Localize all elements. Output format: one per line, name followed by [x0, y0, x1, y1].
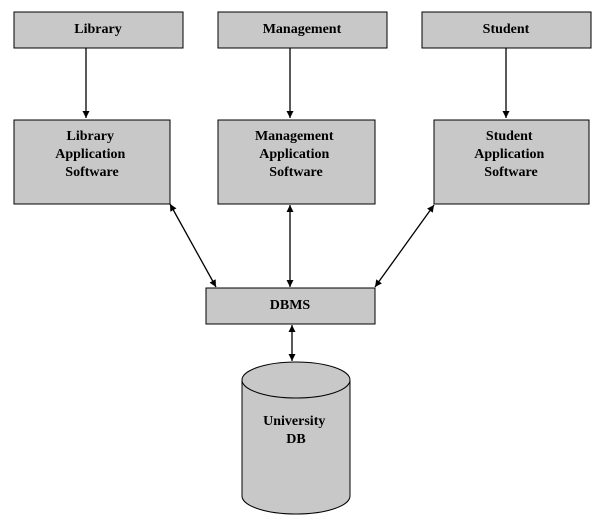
cylinder-top: [241, 361, 351, 399]
node-management-app: Management Application Software: [217, 119, 376, 205]
label-management-app-line-3: Software: [269, 165, 322, 180]
label-university-db-line-1: University: [263, 414, 325, 429]
label-management-app: Management Application Software: [255, 129, 337, 180]
node-dbms: DBMS: [205, 287, 376, 325]
box-student: [421, 11, 592, 49]
edge-student-app-dbms: [374, 204, 435, 288]
box-library: [13, 11, 184, 49]
label-student-app: Student Application Software: [474, 129, 548, 180]
label-library-app-line-2: Application: [55, 147, 125, 162]
edges: [82, 48, 510, 361]
label-student: Student: [483, 22, 530, 37]
label-management: Management: [263, 22, 342, 37]
node-library-app: Library Application Software: [13, 119, 171, 205]
label-library-app: Library Application Software: [55, 129, 129, 180]
label-student-app-line-3: Software: [484, 165, 537, 180]
cylinder-body: [241, 380, 351, 515]
label-student-app-line-2: Application: [474, 147, 544, 162]
box-management: [217, 11, 388, 49]
node-library: Library: [13, 11, 184, 49]
node-management: Management: [217, 11, 388, 49]
node-university-db: University DB: [241, 361, 351, 515]
node-student: Student: [421, 11, 592, 49]
label-management-app-line-2: Application: [259, 147, 329, 162]
label-university-db-line-2: DB: [286, 432, 305, 447]
box-management-app: [217, 119, 376, 205]
label-university-db: University DB: [263, 414, 329, 447]
box-dbms: [205, 287, 376, 325]
edge-library-app-dbms: [169, 203, 217, 288]
label-library-app-line-3: Software: [65, 165, 118, 180]
box-student-app: [433, 119, 590, 205]
label-dbms: DBMS: [270, 298, 311, 313]
label-library: Library: [74, 22, 121, 37]
label-student-app-line-1: Student: [486, 129, 533, 144]
label-library-app-line-1: Library: [67, 129, 114, 144]
box-library-app: [13, 119, 171, 205]
label-management-app-line-1: Management: [255, 129, 334, 144]
node-student-app: Student Application Software: [433, 119, 590, 205]
